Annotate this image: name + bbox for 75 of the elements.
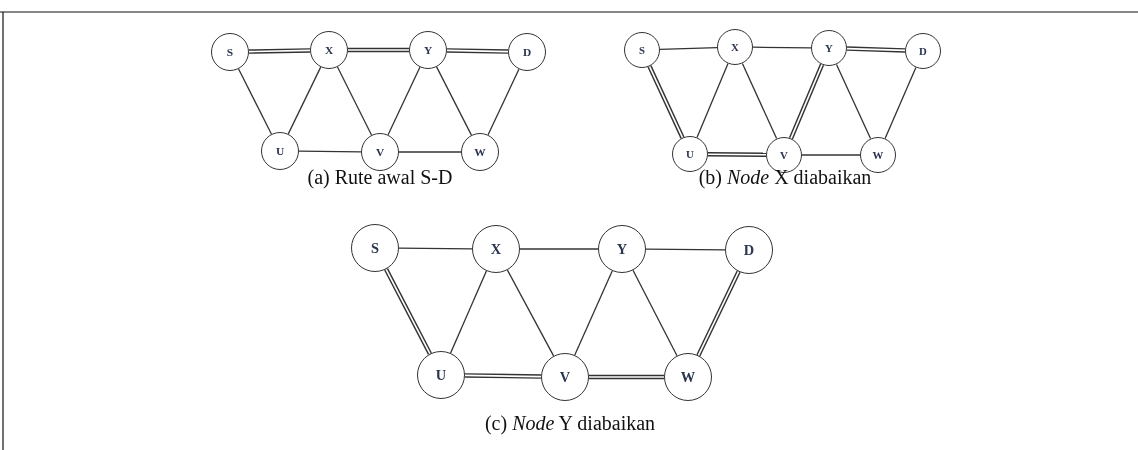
connector-line <box>696 62 729 139</box>
node-label: Y <box>423 44 433 56</box>
node-label: S <box>371 239 379 257</box>
graph-node <box>541 353 589 401</box>
connector-line <box>884 66 917 140</box>
double-line <box>696 270 741 357</box>
connector-line <box>519 248 599 250</box>
connector-line <box>632 269 678 357</box>
connector-line <box>435 66 473 136</box>
node-label: U <box>275 145 285 157</box>
connector-line <box>237 68 273 135</box>
node-label: Y <box>825 42 833 54</box>
double-line <box>846 46 906 53</box>
graph-node <box>624 32 660 68</box>
double-line <box>707 151 767 158</box>
connector-line <box>287 66 322 135</box>
connector-line <box>801 154 861 156</box>
double-line <box>647 65 685 139</box>
graph-node <box>409 31 447 69</box>
graph-node <box>351 224 399 272</box>
connector-line <box>574 270 613 356</box>
node-label: X <box>731 41 739 53</box>
graph-node <box>261 132 299 170</box>
connector-line <box>336 66 373 136</box>
connector-line <box>449 270 488 354</box>
connector-line <box>398 247 473 250</box>
node-label: U <box>686 148 694 160</box>
subfigure-caption: (a) Rute awal S-D <box>307 166 453 189</box>
connector-line <box>298 150 362 153</box>
subfigure-caption: (b) Node X diabaikan <box>698 166 872 189</box>
connector-line <box>835 63 872 140</box>
double-line <box>464 373 542 379</box>
graph-node <box>725 226 773 274</box>
connector-line <box>387 66 421 136</box>
node-label: V <box>375 146 385 158</box>
node-label: V <box>780 149 788 161</box>
node-label: S <box>226 46 234 58</box>
graph-node <box>508 33 546 71</box>
node-label: W <box>474 146 486 158</box>
graph-node <box>598 225 646 273</box>
node-label: X <box>490 240 502 258</box>
connector-line <box>645 248 726 251</box>
node-label: D <box>743 241 755 259</box>
graph-node <box>472 225 520 273</box>
double-line <box>446 48 509 54</box>
graph-node <box>905 33 941 69</box>
node-label: S <box>639 44 645 56</box>
connector-line <box>487 68 520 136</box>
graph-node <box>717 29 753 65</box>
subfigure-caption: (c) Node Y diabaikan <box>484 412 656 435</box>
node-label: W <box>872 149 884 161</box>
node-label: V <box>559 368 571 386</box>
graph-node <box>310 31 348 69</box>
double-line <box>248 48 311 54</box>
graph-node <box>664 353 712 401</box>
graph-node <box>811 30 847 66</box>
node-label: D <box>522 46 532 58</box>
connector-line <box>741 62 778 140</box>
connector-line <box>752 46 812 49</box>
double-line <box>348 47 409 53</box>
node-label: D <box>919 45 927 57</box>
connector-line <box>506 269 555 357</box>
node-label: W <box>680 368 696 386</box>
double-line <box>384 268 432 355</box>
node-label: Y <box>616 240 628 258</box>
node-label: X <box>324 44 334 56</box>
graph-node <box>417 351 465 399</box>
double-line <box>589 374 664 380</box>
graph-node <box>361 133 399 171</box>
graph-node <box>461 133 499 171</box>
graph-node <box>211 33 249 71</box>
node-label: U <box>435 366 447 384</box>
connector-line <box>398 151 462 153</box>
double-line <box>788 63 825 140</box>
connector-line <box>659 46 718 51</box>
